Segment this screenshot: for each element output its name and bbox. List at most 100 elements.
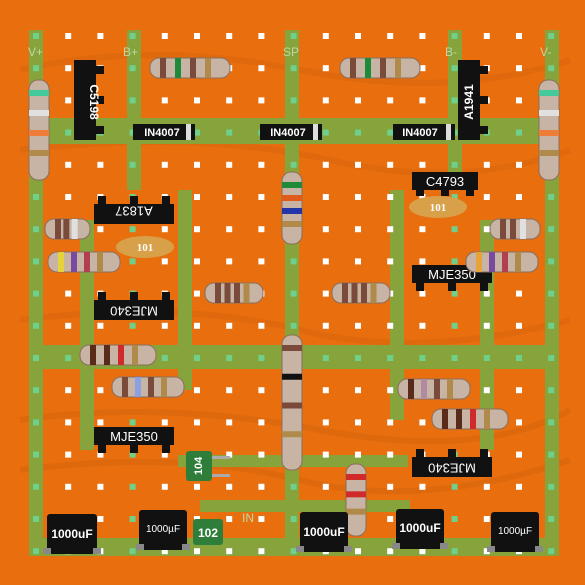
solder-pad	[548, 194, 555, 200]
transistor-body	[94, 427, 174, 445]
trace-right-inner	[390, 190, 404, 420]
solder-pad	[194, 387, 200, 394]
solder-pad	[97, 516, 104, 522]
solder-pad	[516, 322, 522, 329]
solder-pad	[322, 65, 329, 72]
solder-pad	[194, 129, 200, 136]
solder-pad	[419, 161, 426, 168]
solder-pad	[161, 419, 168, 426]
solder-pad	[387, 387, 394, 394]
electrolytic-cap-label: 1000µF	[146, 524, 180, 535]
resistor-right-d	[431, 408, 509, 430]
electrolytic-cap-pad	[182, 544, 190, 550]
solder-pad	[161, 483, 168, 490]
solder-pad	[33, 548, 39, 555]
solder-pad	[451, 33, 458, 39]
resistor-band	[71, 219, 78, 239]
resistor-band	[282, 208, 302, 214]
solder-pad	[483, 194, 490, 200]
resistor-right-c	[397, 378, 471, 400]
transistor-mje340-right: MJE340	[412, 449, 492, 477]
transistor-pin	[162, 445, 170, 453]
resistor-band	[442, 409, 448, 429]
rail-labels: V+ B+ SP B- V- IN	[28, 45, 551, 525]
transistor-body	[458, 60, 480, 140]
solder-pad	[161, 226, 168, 233]
resistor-band	[447, 379, 453, 399]
transistor-pin	[96, 96, 104, 104]
resistor-center-upper	[281, 171, 303, 245]
solder-pad	[226, 548, 233, 555]
solder-pad	[355, 355, 361, 361]
solder-pad	[97, 419, 104, 426]
resistor-band	[282, 402, 302, 409]
solder-pad	[161, 258, 168, 265]
resistor-band	[421, 379, 427, 399]
solder-pad	[129, 161, 136, 168]
solder-pad	[451, 97, 458, 104]
solder-pad	[194, 226, 200, 233]
solder-pad	[419, 194, 426, 200]
resistor-band	[55, 219, 61, 239]
transistor-body	[412, 172, 478, 190]
solder-pad	[548, 226, 555, 233]
resistor-band	[346, 491, 366, 498]
solder-pad	[65, 161, 72, 168]
electrolytic-cap-body	[47, 514, 97, 554]
electrolytic-cap-3: 1000uF	[296, 512, 352, 552]
resistor-bottom-center	[345, 463, 367, 537]
resistor-band	[282, 345, 302, 351]
transistor-pin	[98, 445, 106, 453]
solder-pad	[516, 419, 522, 426]
solder-pad	[322, 387, 329, 394]
solder-pad	[226, 451, 233, 458]
resistor-band	[282, 195, 302, 201]
electrolytic-cap-label: 1000uF	[303, 525, 344, 539]
solder-pad	[387, 548, 394, 555]
solder-pad	[548, 419, 555, 426]
transistor-pin	[480, 449, 488, 457]
electrolytic-cap-body	[396, 509, 444, 549]
film-cap-lead	[212, 474, 230, 477]
solder-pad	[419, 322, 426, 329]
transistor-pin	[466, 190, 474, 196]
solder-pad	[387, 355, 394, 361]
resistors	[28, 57, 560, 537]
solder-pad	[65, 419, 72, 426]
solder-pad	[516, 97, 522, 104]
resistor-band	[510, 219, 516, 239]
solder-pad	[33, 322, 39, 329]
resistor-band	[489, 252, 495, 272]
transistor-pin	[98, 196, 106, 204]
solder-pad	[226, 194, 233, 200]
solder-pad	[161, 161, 168, 168]
transistor-pin	[98, 292, 106, 300]
solder-pad	[355, 129, 361, 136]
transistor-label: A1837	[115, 204, 153, 219]
solder-pad	[258, 419, 265, 426]
solder-pad	[387, 322, 394, 329]
solder-pad	[451, 194, 458, 200]
solder-pad	[516, 129, 522, 136]
rail-label-sp: SP	[283, 45, 299, 59]
solder-pad	[33, 33, 39, 39]
solder-pad	[129, 33, 136, 39]
solder-pad	[129, 419, 136, 426]
solder-pad	[194, 322, 200, 329]
resistor-mid-right	[331, 282, 391, 304]
solder-pad	[483, 33, 490, 39]
solder-pad	[322, 451, 329, 458]
resistor-band	[350, 58, 356, 78]
solder-pad	[97, 33, 104, 39]
solder-pad	[322, 258, 329, 265]
electrolytic-cap-body	[491, 512, 539, 552]
transistor-label: MJE350	[428, 267, 476, 282]
solder-pad	[33, 290, 39, 297]
resistor-band	[502, 252, 508, 272]
solder-pad	[387, 129, 394, 136]
solder-pad	[33, 419, 39, 426]
solder-pad	[258, 355, 265, 361]
solder-pad	[451, 548, 458, 555]
trace-sp	[285, 30, 299, 550]
